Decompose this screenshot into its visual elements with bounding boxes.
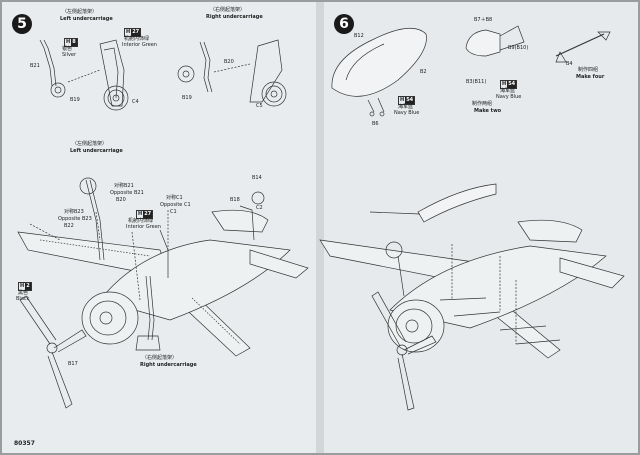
footer-code: 80357	[14, 440, 35, 447]
step5-mid-paint-h: H	[138, 211, 143, 217]
step6-paint-en: Navy Blue	[394, 110, 420, 116]
b2-label: B2	[420, 69, 427, 75]
step5-lower-left-en: Left undercarriage	[70, 148, 123, 154]
step5-lower-right-en: Right undercarriage	[140, 362, 197, 368]
step6-aircraft-art	[319, 183, 625, 411]
part-b19a-label: B19	[70, 97, 80, 103]
step6-paint2-h: H	[502, 81, 507, 87]
part-c4-label: C4	[132, 99, 139, 105]
step5-right-paint-en: Interior Green	[122, 42, 157, 48]
make-four-en: Make four	[576, 74, 605, 80]
step5-right-paint-h: H	[126, 29, 131, 35]
make-two-en: Make two	[474, 108, 502, 114]
opp-b21-en: Opposite B21	[110, 190, 144, 196]
b6-label: B6	[372, 121, 379, 127]
step5-left-gear-art	[39, 39, 129, 111]
opp-b21-cn: 对称B21	[114, 183, 134, 189]
step6-paint-h: H	[400, 97, 405, 103]
part-b21-label: B21	[30, 63, 40, 69]
c1-label: C1	[170, 209, 177, 215]
left-page	[2, 2, 320, 453]
b17-label: B17	[68, 361, 78, 367]
b7b8-label: B7＋B8	[474, 17, 493, 23]
b12-label: B12	[354, 33, 364, 39]
step5-aircraft-art	[17, 177, 309, 409]
part-c5-label: C5	[256, 103, 263, 109]
step6-paint-code: 54	[405, 97, 415, 104]
step5-lower-left-cn: （左侧起落架）	[72, 141, 108, 147]
b22-label: B22	[64, 223, 74, 229]
black-paint-code: 2	[25, 283, 31, 290]
step5-right-paint-cn: 机舱内饰绿	[124, 36, 150, 42]
opp-c1-en: Opposite C1	[160, 202, 191, 208]
step5-left-paint-h: H	[66, 39, 71, 45]
make-four-cn: 制作四组	[578, 67, 599, 73]
black-paint-cn: 黑色	[18, 290, 29, 296]
make-two-cn: 制作两组	[472, 101, 493, 107]
c2-label: C2	[256, 205, 263, 211]
b18-label: B18	[230, 197, 240, 203]
b14-label: B14	[252, 175, 262, 181]
step6-paint-cn: 海军蓝	[398, 104, 414, 110]
black-paint-en: Black	[16, 296, 30, 302]
step5-left-paint-cn: 银色	[62, 46, 73, 52]
step6-paint2-en: Navy Blue	[496, 94, 522, 100]
step5-left-cn: （左侧起落架）	[62, 9, 98, 15]
step6-paint2-cn: 海军蓝	[500, 88, 516, 94]
step5-right-cn: （右侧起落架）	[210, 7, 246, 13]
step5-right-gear-art	[177, 39, 287, 107]
b20-lower-label: B20	[116, 197, 126, 203]
b9b10-label: B9(B10)	[508, 45, 529, 51]
step5-mid-paint-cn: 机舱内饰绿	[128, 218, 154, 224]
step5-left-paint-en: Silver	[62, 52, 77, 58]
b4-label: B4	[566, 61, 573, 67]
page-fold	[316, 2, 324, 453]
black-paint-h: H	[20, 283, 25, 289]
step5-mid-paint-en: Interior Green	[126, 224, 161, 230]
step5-lower-right-cn: （右侧起落架）	[142, 355, 178, 361]
opp-b23-cn: 对称B23	[64, 209, 84, 215]
step6-paint2-code: 54	[507, 81, 517, 88]
step5-left-paint-code: 8	[71, 39, 77, 46]
b3b11-label: B3(B11)	[466, 79, 487, 85]
step5-right-en: Right undercarriage	[206, 14, 263, 20]
step5-mid-paint-code: 27	[143, 211, 153, 218]
step5-right-paint-code: 27	[131, 29, 141, 36]
part-b20-label: B20	[224, 59, 234, 65]
opp-b23-en: Opposite B23	[58, 216, 92, 222]
step-6-number: 6	[334, 14, 354, 34]
step-5-number: 5	[12, 14, 32, 34]
step5-left-en: Left undercarriage	[60, 16, 113, 22]
step6-parts-art	[331, 25, 611, 117]
part-b19b-label: B19	[182, 95, 192, 101]
opp-c1-cn: 对称C1	[166, 195, 183, 201]
